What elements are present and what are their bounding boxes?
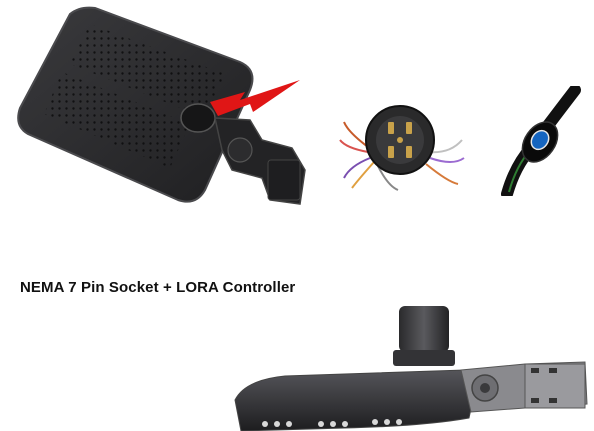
controller-label <box>530 129 550 151</box>
vent-holes-upper <box>70 24 225 118</box>
arm-knuckle <box>227 137 253 163</box>
nema-socket-image <box>339 105 465 191</box>
arm-bracket <box>267 159 301 201</box>
fixture-side-view-image <box>234 306 588 431</box>
led-row <box>262 419 402 427</box>
lora-controller-image <box>501 86 581 196</box>
arm-bolts <box>531 368 557 403</box>
fixture-body <box>234 369 476 431</box>
socket-dome <box>180 103 216 133</box>
caption-text: NEMA 7 Pin Socket + LORA Controller <box>20 279 296 296</box>
socket-contacts <box>388 122 412 158</box>
fixture-top-view-image <box>17 6 306 205</box>
vent-holes-lower <box>44 72 190 168</box>
controller-cap <box>399 306 449 352</box>
socket-base <box>393 350 455 366</box>
socket-wires <box>339 121 465 191</box>
red-arrow-icon <box>210 80 300 116</box>
